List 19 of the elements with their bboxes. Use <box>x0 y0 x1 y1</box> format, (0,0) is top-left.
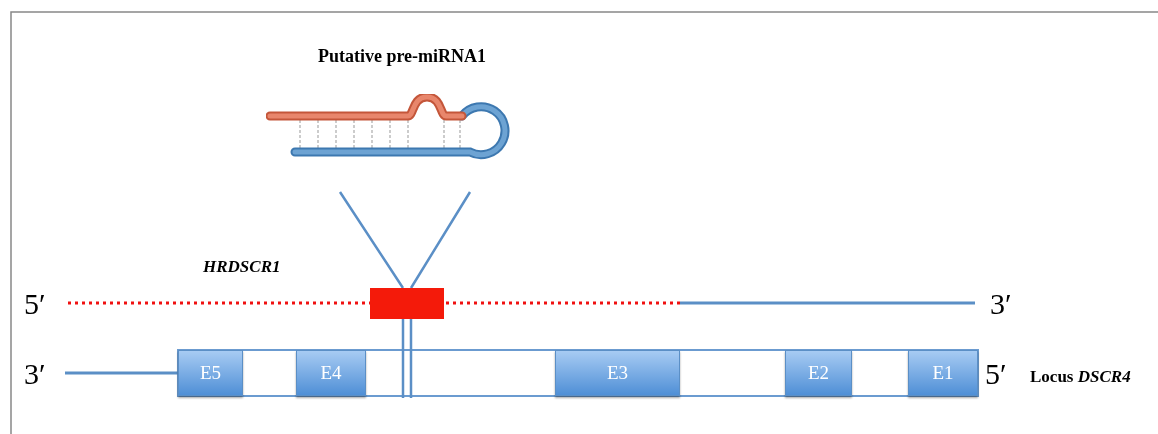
hairpin-title: Putative pre-miRNA1 <box>316 46 488 67</box>
strand-end-label: 3′ <box>990 289 1012 319</box>
exon-block <box>785 350 852 396</box>
exon-label: E2 <box>807 362 830 384</box>
exon-label: E1 <box>932 362 954 384</box>
exon-block <box>908 350 978 396</box>
gene-name: HRDSCR1 <box>203 258 281 275</box>
strand-end-label: 5′ <box>985 359 1007 389</box>
expansion-lines <box>338 190 472 400</box>
strand-end-label: 3′ <box>24 359 46 389</box>
locus-label: Locus DSCR4 <box>1030 368 1131 385</box>
exon-label: E5 <box>199 362 222 384</box>
exon-block <box>555 350 680 396</box>
strand-end-label: 5′ <box>24 289 46 319</box>
exon-label: E4 <box>320 362 342 384</box>
exon-block <box>178 350 243 396</box>
exon-block <box>296 350 366 396</box>
exon-label: E3 <box>606 362 629 384</box>
highlighted-region <box>370 288 444 319</box>
